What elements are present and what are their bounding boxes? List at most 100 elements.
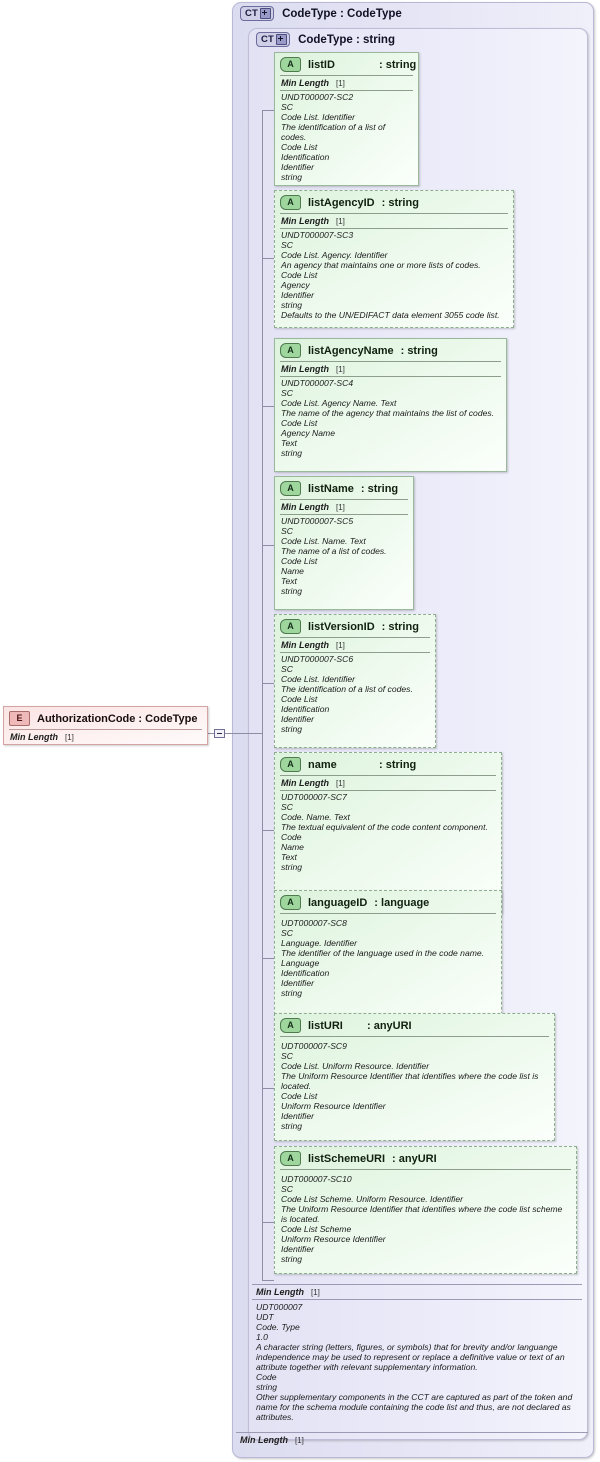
attribute-badge-icon: A <box>280 619 301 634</box>
desc-line: SC <box>281 526 293 536</box>
min-length-row: Min Length [1] <box>275 776 501 790</box>
cardinality-label: [1] <box>336 641 345 650</box>
element-header: E AuthorizationCode : CodeType <box>4 707 207 729</box>
attribute-box-languageid[interactable]: A languageID : language UDT000007-SC8 SC… <box>274 890 502 1030</box>
divider <box>280 75 413 76</box>
attribute-box-listschemeuri[interactable]: A listSchemeURI : anyURI UDT000007-SC10 … <box>274 1146 577 1274</box>
desc-line: Identification <box>281 152 330 162</box>
desc-line: A character string (letters, figures, or… <box>256 1342 565 1372</box>
attribute-box-listagencyname[interactable]: A listAgencyName : string Min Length [1]… <box>274 338 507 472</box>
desc-line: The textual equivalent of the code conte… <box>281 822 488 832</box>
desc-line: Code List. Agency Name. Text <box>281 398 397 408</box>
inner-container-title: CodeType : string <box>298 33 395 46</box>
attribute-header: A listSchemeURI : anyURI <box>275 1147 576 1169</box>
desc-line: Defaults to the UN/EDIFACT data element … <box>281 310 500 320</box>
min-length-label: Min Length <box>281 502 329 512</box>
element-box-authorizationcode[interactable]: E AuthorizationCode : CodeType Min Lengt… <box>3 706 208 745</box>
attribute-description: UDT000007-SC7 SC Code. Name. Text The te… <box>275 791 501 876</box>
connector-stub <box>262 958 274 959</box>
attribute-badge-icon: A <box>280 343 301 358</box>
attribute-badge-icon: A <box>280 481 301 496</box>
attribute-name: listAgencyID <box>308 196 375 209</box>
min-length-row: Min Length [1] <box>275 76 418 90</box>
desc-line: SC <box>281 102 293 112</box>
attribute-name: listVersionID <box>308 620 375 633</box>
cardinality-label: [1] <box>311 1288 320 1297</box>
desc-line: Code List <box>281 418 318 428</box>
desc-line: The identifier of the language used in t… <box>281 948 485 958</box>
attribute-description: UNDT000007-SC3 SC Code List. Agency. Ide… <box>275 229 513 324</box>
desc-line: Code <box>281 832 302 842</box>
attribute-type: : string <box>400 344 438 357</box>
cardinality-label: [1] <box>336 217 345 226</box>
min-length-label: Min Length <box>281 778 329 788</box>
attribute-header: A listURI : anyURI <box>275 1014 554 1036</box>
attribute-description: UDT000007-SC9 SC Code List. Uniform Reso… <box>275 1037 554 1135</box>
min-length-label: Min Length <box>10 732 58 742</box>
divider <box>280 499 408 500</box>
attribute-box-listagencyid[interactable]: A listAgencyID : string Min Length [1] U… <box>274 190 514 328</box>
divider <box>280 213 508 214</box>
desc-line: The name of a list of codes. <box>281 546 387 556</box>
inner-type-detail: Min Length [1] UDT000007 UDT Code. Type … <box>252 1284 582 1426</box>
desc-line: UDT000007 <box>256 1302 303 1312</box>
divider <box>9 729 202 730</box>
connector-stub <box>262 1088 274 1089</box>
desc-line: Name <box>281 842 304 852</box>
attribute-badge-icon: A <box>280 757 301 772</box>
expand-plus-icon[interactable] <box>276 34 288 45</box>
desc-line: The identification of a list of codes. <box>281 122 386 142</box>
divider <box>280 376 501 377</box>
divider <box>280 228 508 229</box>
attribute-type: : language <box>374 896 430 909</box>
inner-container-header[interactable]: CT CodeType : string <box>256 32 395 47</box>
expand-collapse-toggle[interactable] <box>214 729 225 738</box>
desc-line: Uniform Resource Identifier <box>281 1234 386 1244</box>
attribute-name: languageID <box>308 896 368 909</box>
desc-line: Code List <box>281 270 318 280</box>
attribute-name: listID <box>308 58 335 71</box>
desc-line: Agency Name <box>281 428 335 438</box>
attribute-type: : string <box>360 482 399 495</box>
desc-line: string <box>256 1382 278 1392</box>
desc-line: Identifier <box>281 290 314 300</box>
min-length-row: Min Length [1] <box>275 500 413 514</box>
cardinality-label: [1] <box>336 779 345 788</box>
desc-line: Code List Scheme. Uniform Resource. Iden… <box>281 1194 463 1204</box>
desc-line: Code List. Uniform Resource. Identifier <box>281 1061 430 1071</box>
desc-line: Code List Scheme <box>281 1224 352 1234</box>
attribute-type: : string <box>381 620 419 633</box>
divider <box>280 775 496 776</box>
connector-stub <box>262 683 274 684</box>
desc-line: SC <box>281 664 293 674</box>
connector-spine <box>262 110 263 1280</box>
connector-stub <box>262 830 274 831</box>
attribute-box-listversionid[interactable]: A listVersionID : string Min Length [1] … <box>274 614 436 748</box>
attribute-description: UDT000007-SC10 SC Code List Scheme. Unif… <box>275 1170 576 1268</box>
desc-line: Language. Identifier <box>281 938 357 948</box>
attribute-box-listuri[interactable]: A listURI : anyURI UDT000007-SC9 SC Code… <box>274 1013 555 1141</box>
attribute-description: UNDT000007-SC4 SC Code List. Agency Name… <box>275 377 506 462</box>
divider <box>236 1432 588 1433</box>
desc-line: string <box>281 586 303 596</box>
ct-badge-text: CT <box>261 33 275 45</box>
attribute-box-listname[interactable]: A listName : string Min Length [1] UNDT0… <box>274 476 414 610</box>
attribute-badge-icon: A <box>280 1018 301 1033</box>
attribute-description: UNDT000007-SC5 SC Code List. Name. Text … <box>275 515 413 600</box>
attribute-description: UNDT000007-SC2 SC Code List. Identifier … <box>275 91 418 186</box>
divider <box>252 1299 582 1300</box>
divider <box>280 637 430 638</box>
attribute-name: listSchemeURI <box>308 1152 386 1165</box>
type-description: UDT000007 UDT Code. Type 1.0 A character… <box>252 1300 582 1426</box>
attribute-box-listid[interactable]: A listID : string Min Length [1] UNDT000… <box>274 52 419 186</box>
attribute-type: : string <box>379 758 417 771</box>
cardinality-label: [1] <box>336 503 345 512</box>
outer-container-header[interactable]: CT CodeType : CodeType <box>240 6 402 21</box>
desc-line: SC <box>281 802 293 812</box>
attribute-name: name <box>308 758 337 771</box>
desc-line: Code. Name. Text <box>281 812 350 822</box>
divider <box>280 514 408 515</box>
expand-plus-icon[interactable] <box>260 8 272 19</box>
attribute-box-name[interactable]: A name : string Min Length [1] UDT000007… <box>274 752 502 914</box>
min-length-label: Min Length <box>281 364 329 374</box>
